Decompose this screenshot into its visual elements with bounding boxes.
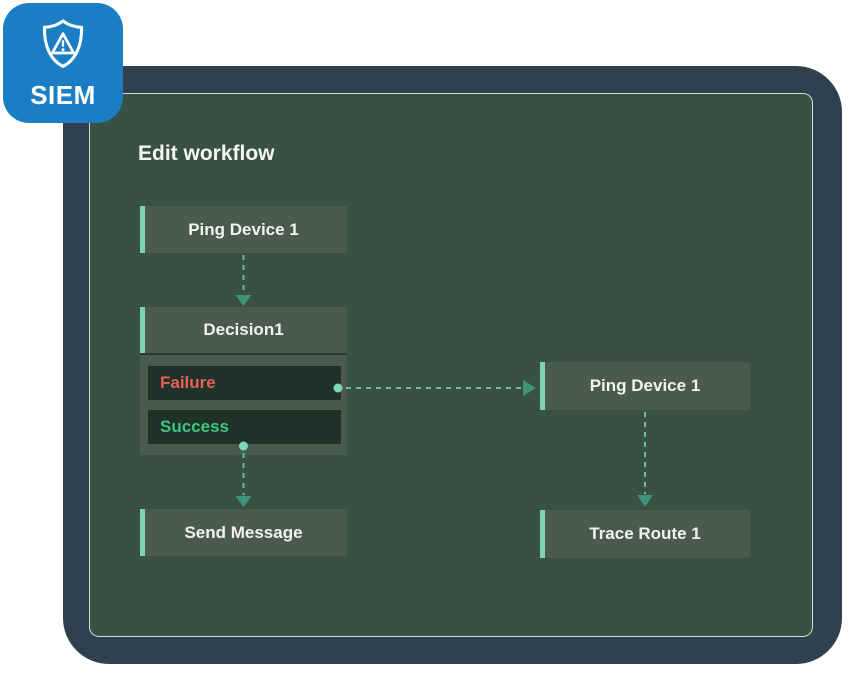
node-trace-route-1[interactable]: Trace Route 1 [540,510,750,558]
node-accent-bar [140,307,145,353]
node-accent-bar [140,509,145,556]
node-accent-bar [140,206,145,253]
page-title: Edit workflow [138,142,275,165]
branch-success[interactable]: Success [148,410,341,444]
siem-badge: SIEM [3,3,123,123]
node-label: Ping Device 1 [188,219,299,239]
siem-badge-label: SIEM [30,80,96,110]
node-label: Decision1 [203,320,284,339]
node-ping-device-1-right[interactable]: Ping Device 1 [540,362,750,410]
node-label: Ping Device 1 [589,376,701,395]
branch-label: Success [160,417,229,436]
node-label: Send Message [184,522,303,542]
node-send-message[interactable]: Send Message [140,509,347,556]
node-ping-device-1-left[interactable]: Ping Device 1 [140,206,347,253]
branch-label: Failure [160,373,216,392]
decision-branches: Failure Success [140,355,347,453]
node-accent-bar [540,510,545,558]
decision-title-row[interactable]: Decision1 [140,307,347,355]
node-label: Trace Route 1 [589,524,701,543]
node-accent-bar [540,362,545,410]
shield-warning-icon [34,16,92,77]
node-decision-1[interactable]: Decision1 Failure Success [140,307,347,455]
branch-failure[interactable]: Failure [148,366,341,400]
